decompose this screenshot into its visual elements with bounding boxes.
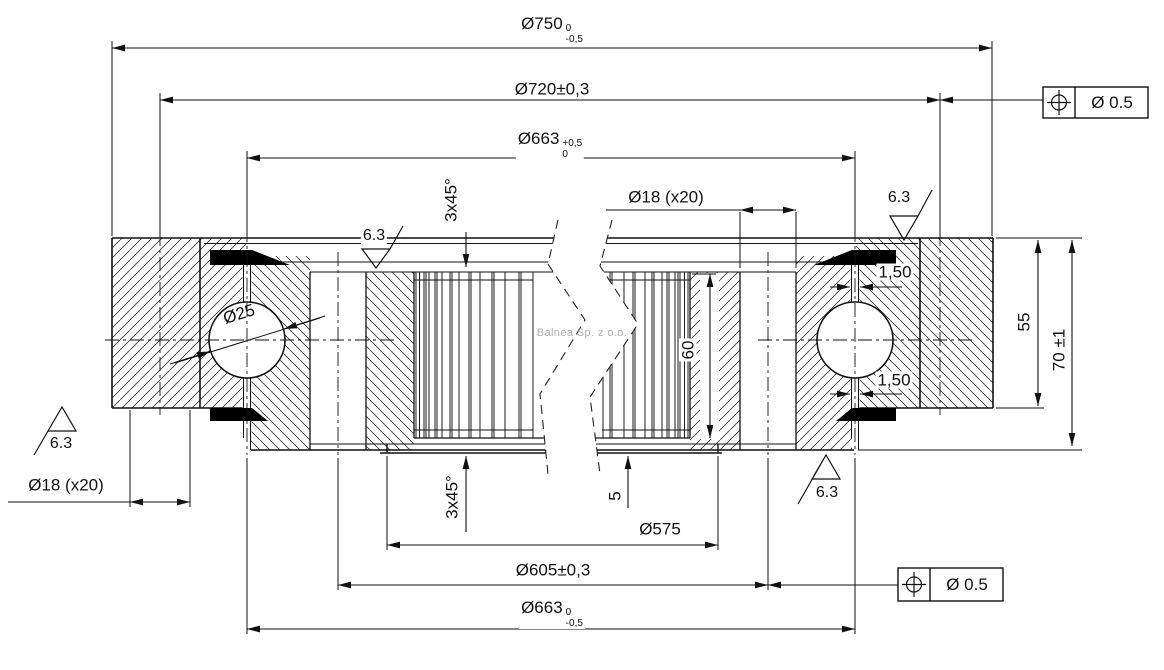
- dim-gear-width-label: 60: [678, 338, 698, 362]
- dim-chamfer-top-label: 3x45°: [441, 178, 461, 222]
- extension-lines: [111, 41, 1082, 634]
- roughness-bottom-right-label: 6.3: [815, 484, 839, 501]
- inner-ring-edges: [309, 272, 797, 450]
- dim-plate-offset-label: 5: [605, 491, 625, 501]
- gear-lands: [414, 279, 690, 431]
- dimension-lines: [8, 44, 1076, 633]
- dim-chamfer-bottom-label: 3x45°: [442, 475, 462, 519]
- position-tolerance-icon: [1047, 90, 1071, 115]
- roughness-top-left-label: 6.3: [360, 227, 388, 244]
- gdt-frame-bottom: [768, 567, 1004, 602]
- dim-dia575-label: Ø575: [637, 519, 683, 539]
- surface-roughness-icon-bottom-left: [33, 405, 78, 456]
- break-zone: [540, 220, 638, 474]
- dim-outer-height-label: 55: [1014, 312, 1034, 332]
- roughness-bottom-left-label: 6.3: [49, 435, 73, 452]
- surface-roughness-icon-top-left: [360, 225, 404, 270]
- surface-roughness-icon-top-right: [888, 189, 933, 242]
- watermark: Balnea Sp. z o.o.: [536, 327, 628, 339]
- gdt-frame-top: [940, 86, 1149, 119]
- surface-roughness-icon-bottom-right: [797, 453, 842, 505]
- dim-gap-top-label: 1,50: [876, 262, 914, 282]
- dim-dia720-label: Ø720±0,3: [512, 79, 592, 99]
- gear-teeth-left: [415, 272, 534, 438]
- dim-dia605-label: Ø605±0,3: [513, 560, 593, 580]
- break-line: [539, 219, 639, 475]
- dim-dia18-bottom-label: Ø18 (x20): [26, 475, 106, 495]
- roughness-top-right-label: 6.3: [887, 189, 911, 206]
- gdt-top-value: Ø 0.5: [1091, 93, 1133, 112]
- position-tolerance-icon: [902, 572, 926, 597]
- dim-gap-bottom-label: 1,50: [875, 370, 913, 390]
- gdt-bottom-value: Ø 0.5: [946, 575, 988, 594]
- section-outline: [111, 237, 994, 451]
- ball-diameter-leader: [169, 315, 326, 365]
- dim-dia18-top-label: Ø18 (x20): [626, 187, 706, 207]
- dim-total-height-label: 70 ±1: [1049, 328, 1069, 372]
